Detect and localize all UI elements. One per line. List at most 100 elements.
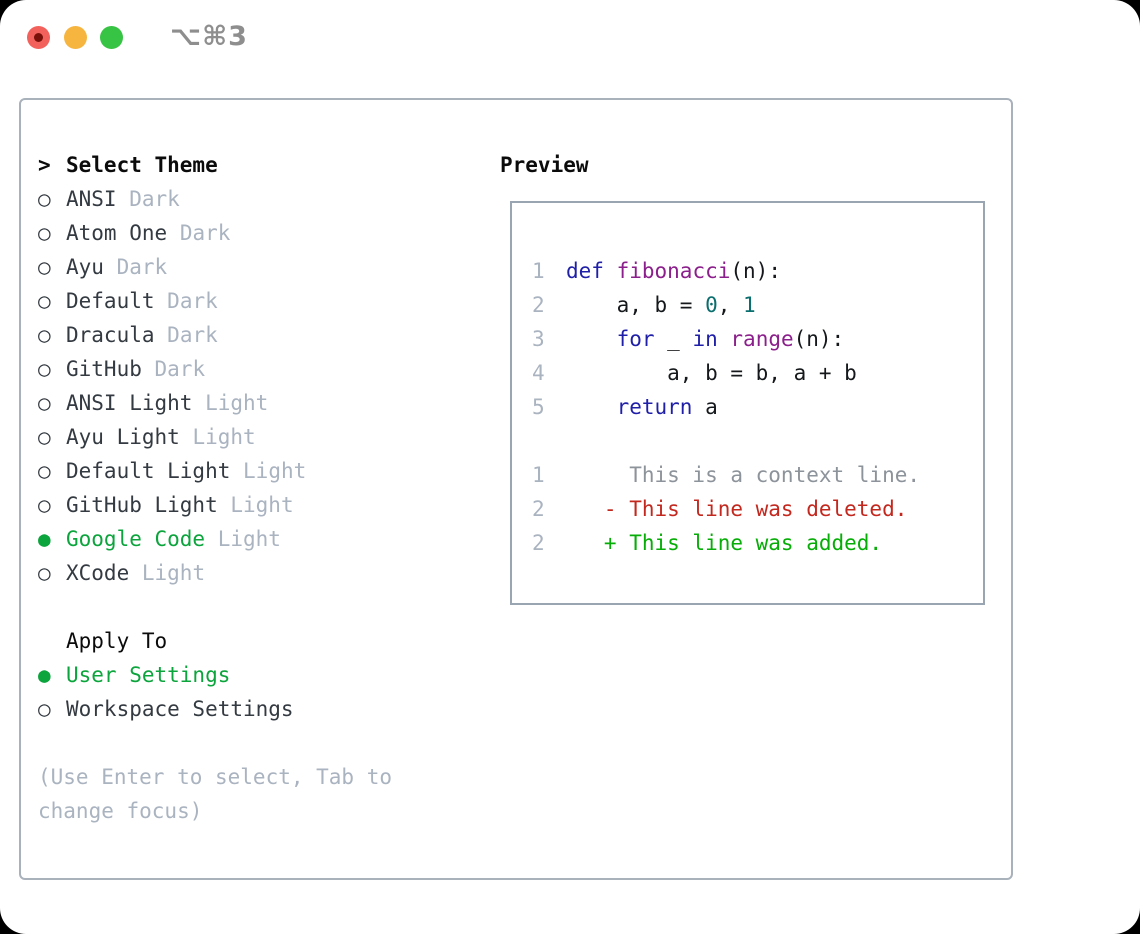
theme-variant: Light: [230, 493, 294, 517]
radio-icon: ○: [38, 425, 51, 449]
code-token: for: [616, 327, 655, 351]
radio-selected-icon: ●: [38, 527, 51, 551]
theme-option[interactable]: ○ ANSI Dark: [38, 182, 488, 216]
code-token: in: [692, 327, 718, 351]
code-token: return: [616, 395, 693, 419]
theme-variant: Dark: [167, 323, 218, 347]
theme-name: Default Light: [66, 459, 231, 483]
theme-name: XCode: [66, 561, 130, 585]
radio-icon: ○: [38, 323, 51, 347]
radio-icon: ○: [38, 561, 51, 585]
theme-variant: Dark: [129, 187, 180, 211]
code-token: a, b = b, a + b: [566, 361, 857, 385]
theme-option[interactable]: ○Ayu Light Light: [38, 420, 488, 454]
code-token: 0: [705, 293, 718, 317]
code-token: (n):: [793, 327, 845, 351]
diff-text: + This line was added.: [566, 531, 883, 555]
theme-name: ANSI: [66, 187, 117, 211]
spacer: [38, 726, 488, 760]
theme-name: Ayu: [66, 255, 104, 279]
focus-caret-icon: >: [38, 153, 51, 177]
theme-name: GitHub: [66, 357, 142, 381]
theme-name: Default: [66, 289, 155, 313]
code-token: [566, 395, 617, 419]
code-token: [604, 259, 617, 283]
code-line: 1 def fibonacci(n):: [532, 254, 983, 288]
line-number: 4: [532, 361, 545, 385]
radio-icon: ○: [38, 697, 51, 721]
apply-to-options: ● User Settings ○ Workspace Settings: [38, 658, 488, 726]
radio-icon: ○: [38, 357, 51, 381]
line-number: 1: [532, 463, 545, 487]
radio-icon: ○: [38, 187, 51, 211]
theme-selector-panel: >Select Theme ○ANSI Dark○Atom One Dark○A…: [19, 98, 1013, 880]
diff-text: - This line was deleted.: [566, 497, 908, 521]
apply-to-header: Apply To: [66, 629, 168, 653]
window-controls: [27, 26, 123, 49]
code-token: (n):: [730, 259, 781, 283]
apply-to-option[interactable]: ● User Settings: [38, 658, 488, 692]
code-token: [566, 327, 617, 351]
code-line: 3 for _ in range(n):: [532, 322, 983, 356]
code-token: fibonacci: [616, 259, 731, 283]
close-dot-icon: [34, 33, 43, 42]
line-number: 2: [532, 497, 545, 521]
theme-variant: Dark: [179, 221, 231, 245]
theme-variant: Light: [217, 527, 281, 551]
radio-icon: ○: [38, 459, 51, 483]
minimize-button[interactable]: [63, 26, 87, 49]
zoom-button[interactable]: [100, 26, 123, 49]
theme-name: Atom One: [66, 221, 168, 245]
radio-icon: ○: [38, 289, 51, 313]
theme-option[interactable]: ○Atom One Dark: [38, 216, 488, 250]
theme-option[interactable]: ○ Default Dark: [38, 284, 488, 318]
theme-option[interactable]: ○GitHub Dark: [38, 352, 488, 386]
line-number: 2: [532, 293, 545, 317]
diff-preview: 1 This is a context line.2 - This line w…: [532, 458, 983, 560]
diff-line: 2 + This line was added.: [532, 526, 983, 560]
apply-to-label: Workspace Settings: [66, 697, 294, 721]
code-token: def: [566, 259, 604, 283]
apply-to-option[interactable]: ○ Workspace Settings: [38, 692, 488, 726]
theme-option[interactable]: ○XCode Light: [38, 556, 488, 590]
theme-options: ○ANSI Dark○Atom One Dark○Ayu Dark○Defaul…: [38, 182, 488, 590]
code-token: ,: [717, 293, 744, 317]
radio-icon: ○: [38, 255, 51, 279]
theme-variant: Dark: [116, 255, 168, 279]
radio-icon: ○: [38, 391, 51, 415]
code-token: range: [730, 327, 794, 351]
theme-option[interactable]: ○ GitHub Light Light: [38, 488, 488, 522]
theme-list: >Select Theme ○ANSI Dark○Atom One Dark○A…: [38, 148, 488, 828]
select-theme-header: >Select Theme: [38, 148, 488, 182]
line-number: 2: [532, 531, 545, 555]
theme-name: GitHub Light: [66, 493, 218, 517]
code-token: _: [654, 327, 693, 351]
theme-name: ANSI Light: [66, 391, 193, 415]
theme-name: Dracula: [66, 323, 155, 347]
close-button[interactable]: [27, 26, 50, 49]
window-title: ⌥⌘3: [170, 21, 248, 52]
apply-to-label: User Settings: [66, 663, 231, 687]
line-number: 3: [532, 327, 545, 351]
radio-icon: ○: [38, 493, 51, 517]
spacer-line: [532, 424, 983, 458]
preview-header: Preview: [500, 153, 589, 177]
theme-option[interactable]: ○Default Light Light: [38, 454, 488, 488]
theme-option[interactable]: ○ANSI Light Light: [38, 386, 488, 420]
code-token: 1: [743, 293, 756, 317]
code-line: 4 a, b = b, a + b: [532, 356, 983, 390]
code-token: [718, 327, 731, 351]
theme-variant: Dark: [167, 289, 218, 313]
theme-option[interactable]: ○ Ayu Dark: [38, 250, 488, 284]
theme-name: Ayu Light: [66, 425, 180, 449]
line-number: 1: [532, 259, 545, 283]
diff-line: 2 - This line was deleted.: [532, 492, 983, 526]
code-line: 5 return a: [532, 390, 983, 424]
code-token: a: [692, 395, 718, 419]
theme-option[interactable]: ○ Dracula Dark: [38, 318, 488, 352]
radio-selected-icon: ●: [38, 663, 51, 687]
theme-option[interactable]: ●Google Code Light: [38, 522, 488, 556]
